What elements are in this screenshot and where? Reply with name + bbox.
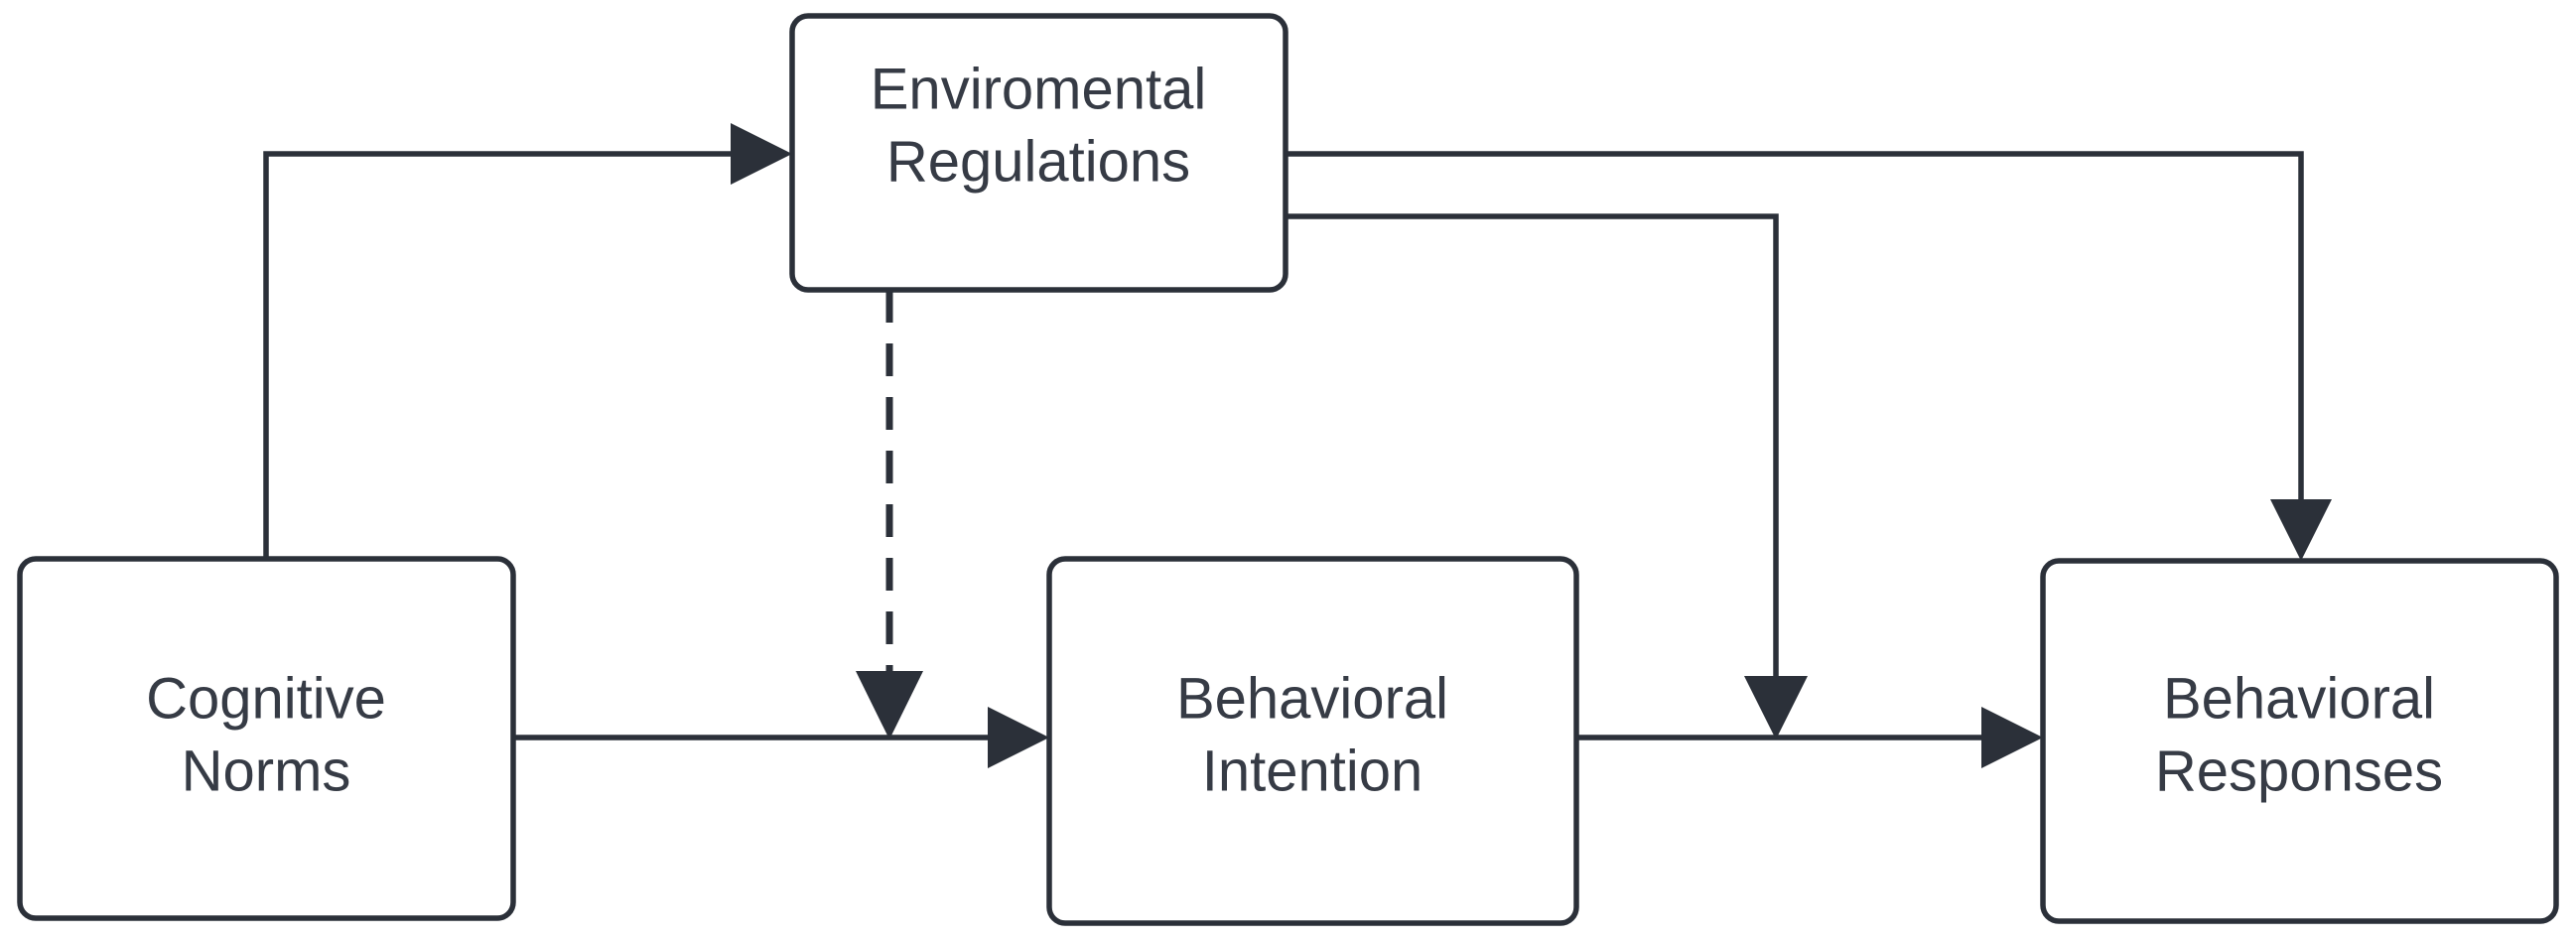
edge-environmental-regulations-to-behavioral-responses[interactable] bbox=[1286, 151, 2332, 561]
node-behavioral-intention[interactable]: Behavioral Intention bbox=[1046, 556, 1579, 926]
node-layer: Enviromental Regulations Cognitive Norms… bbox=[17, 13, 2559, 926]
edge-environmental-regulations-moderates-intention-to-responses[interactable] bbox=[1286, 213, 1808, 739]
node-box bbox=[2040, 558, 2559, 924]
arrowhead-down-icon bbox=[856, 671, 923, 739]
edge-environmental-regulations-moderates-norms-to-intention[interactable] bbox=[856, 290, 923, 739]
arrowhead-right-icon bbox=[988, 707, 1049, 768]
connector-layer bbox=[263, 123, 2332, 768]
node-label-line-2: Intention bbox=[1202, 739, 1424, 803]
edge-path bbox=[1286, 213, 1779, 730]
arrowhead-down-icon bbox=[2270, 499, 2332, 561]
arrowhead-down-icon bbox=[1744, 676, 1808, 739]
node-environmental-regulations[interactable]: Enviromental Regulations bbox=[789, 13, 1288, 293]
edge-path bbox=[263, 151, 784, 559]
node-label-line-2: Norms bbox=[182, 739, 351, 803]
node-label-line-1: Enviromental bbox=[871, 57, 1206, 121]
edge-cognitive-norms-to-behavioral-intention[interactable] bbox=[513, 707, 1049, 768]
edge-path bbox=[1286, 151, 2304, 553]
node-box bbox=[789, 13, 1288, 293]
node-cognitive-norms[interactable]: Cognitive Norms bbox=[17, 556, 516, 921]
node-label-line-2: Regulations bbox=[886, 129, 1190, 194]
arrowhead-right-icon bbox=[731, 123, 792, 185]
node-label-line-1: Behavioral bbox=[2163, 666, 2435, 731]
edge-behavioral-intention-to-behavioral-responses[interactable] bbox=[1576, 707, 2043, 768]
edge-cognitive-norms-to-environmental-regulations[interactable] bbox=[263, 123, 792, 559]
node-behavioral-responses[interactable]: Behavioral Responses bbox=[2040, 558, 2559, 924]
node-box bbox=[1046, 556, 1579, 926]
node-label-line-1: Behavioral bbox=[1176, 666, 1448, 731]
node-label-line-1: Cognitive bbox=[146, 666, 386, 731]
node-label-line-2: Responses bbox=[2155, 739, 2443, 803]
node-box bbox=[17, 556, 516, 921]
arrowhead-right-icon bbox=[1981, 707, 2043, 768]
